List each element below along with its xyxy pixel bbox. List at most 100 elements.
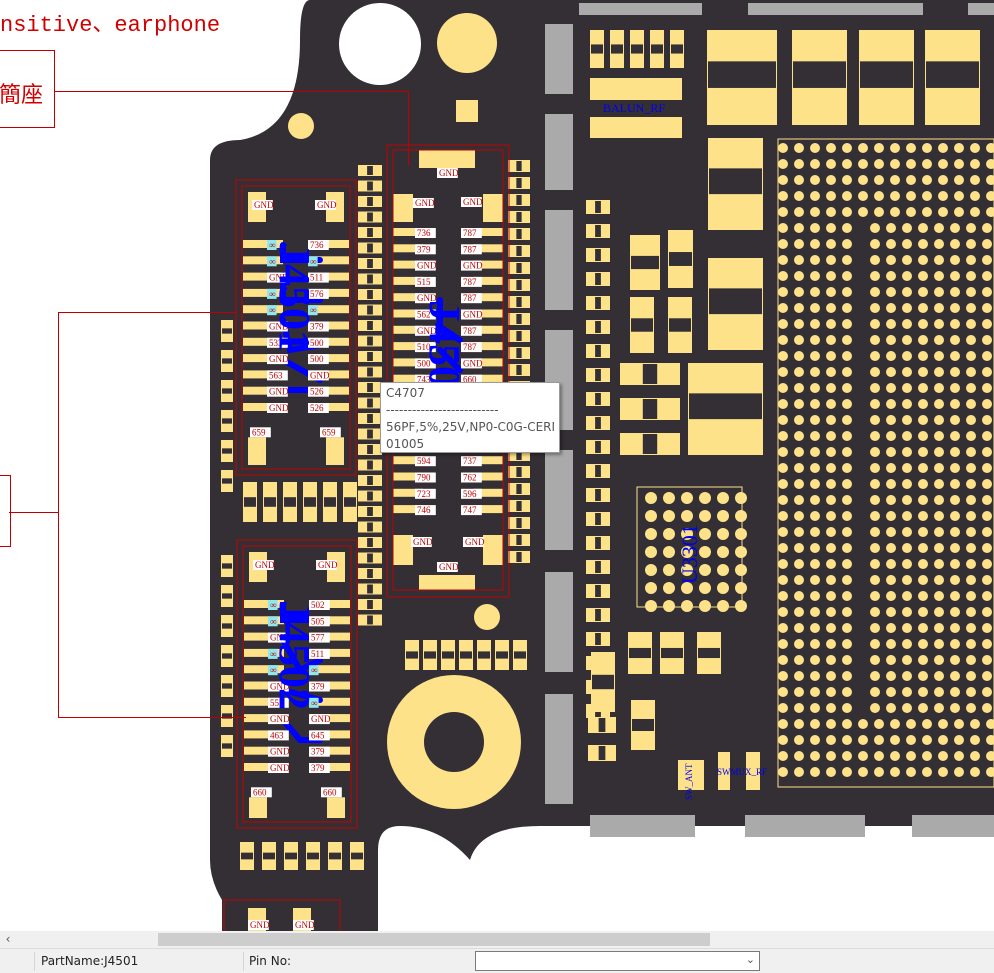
pin-label: 500 <box>308 354 329 365</box>
pin-label-text: 500 <box>417 358 431 368</box>
bga-ball <box>986 207 994 217</box>
scrollbar-thumb[interactable] <box>158 933 710 946</box>
bga-ball <box>886 591 896 601</box>
pin-label-bg <box>461 456 482 467</box>
bga-ball <box>938 191 948 201</box>
bga-ball <box>826 559 836 569</box>
bga-ball <box>950 383 960 393</box>
bga-ball <box>717 564 729 576</box>
passive-gap <box>222 593 232 599</box>
pin-label-bg <box>415 228 436 238</box>
bga-ball <box>778 639 788 649</box>
passive-gap <box>595 321 601 333</box>
pin-label: 463 <box>268 730 289 741</box>
pin-label: 787 <box>461 244 482 255</box>
bga-ball <box>810 703 820 713</box>
pin-label-bg <box>267 288 277 299</box>
bga-ball <box>950 591 960 601</box>
bga-ball <box>934 703 944 713</box>
connector-j4500-outline <box>386 144 510 598</box>
bga-ball <box>886 319 896 329</box>
pin-label-bg <box>308 256 318 267</box>
bga-ball <box>934 527 944 537</box>
bga-ball <box>982 559 992 569</box>
bga-ball <box>826 527 836 537</box>
passive-gap <box>244 497 256 507</box>
bga-ball <box>886 511 896 521</box>
pin-label: GND <box>268 681 290 692</box>
bga-ball <box>918 527 928 537</box>
connector-j4500-pin <box>473 472 503 481</box>
pin-no-dropdown[interactable]: ⌄ <box>475 951 760 971</box>
bga-ball <box>934 383 944 393</box>
bga-ball <box>966 559 976 569</box>
bga-ball <box>794 767 804 777</box>
pin-label-text: 762 <box>463 473 477 483</box>
pin-label-text: 743 <box>417 375 431 385</box>
bga-ball <box>966 655 976 665</box>
passive-gap <box>367 305 373 315</box>
bga-ball <box>826 223 836 233</box>
pin-label-text: 511 <box>311 649 324 659</box>
bga-ball <box>794 255 804 265</box>
connector-j4502-body <box>242 545 352 823</box>
connector-j4500-pin <box>473 260 503 269</box>
connector-j4501-pin <box>243 305 283 314</box>
bga-ball <box>966 479 976 489</box>
connector-j4502-pin <box>244 714 284 723</box>
bga-ball <box>906 207 916 217</box>
bga-ball <box>886 687 896 697</box>
connector-j4501-pin <box>243 256 283 265</box>
pin-label: 577 <box>309 632 330 643</box>
scroll-left-arrow-icon[interactable]: ‹ <box>5 932 11 946</box>
bga-ball <box>982 607 992 617</box>
bga-ball <box>870 479 880 489</box>
bga-ball <box>886 703 896 713</box>
connector-j4502-pin <box>310 616 350 625</box>
bga-ball <box>922 735 932 745</box>
bga-ball <box>970 719 980 729</box>
passive-gap <box>367 445 373 454</box>
connector-j4501-pin <box>243 288 283 297</box>
connector-j4501-pin <box>243 272 283 281</box>
pin-label-bg <box>315 200 336 210</box>
bga-ball <box>982 703 992 713</box>
bga-ball <box>966 383 976 393</box>
connector-j4500-shield-pad <box>483 194 503 222</box>
bga-ball <box>918 415 928 425</box>
pin-label-bg <box>308 386 329 397</box>
chevron-down-icon[interactable]: ⌄ <box>745 953 755 966</box>
bga-ball <box>810 559 820 569</box>
horizontal-scrollbar[interactable]: ‹ <box>0 931 994 948</box>
bga-ball <box>842 335 852 345</box>
bga-ball <box>699 564 711 576</box>
pin-label-bg <box>415 456 436 467</box>
pin-label-bg <box>250 427 271 438</box>
bga-ball <box>717 510 729 522</box>
connector-j4502-pin <box>310 730 350 739</box>
pin-label-text: GND <box>269 273 289 283</box>
bga-ball <box>663 564 675 576</box>
passive-gap <box>595 561 601 573</box>
bga-ball <box>778 255 788 265</box>
bga-ball <box>842 223 852 233</box>
bga-ball <box>918 575 928 585</box>
pin-label-bg <box>267 337 288 348</box>
connector-j4501-pin <box>309 240 349 248</box>
part-name-label: PartName:J4501 <box>41 954 139 968</box>
pin-label-text: 787 <box>463 326 477 336</box>
pin-label-text: 645 <box>311 730 325 740</box>
bga-ball <box>886 655 896 665</box>
bga-ball <box>810 527 820 537</box>
bga-ball <box>870 543 880 553</box>
bga-ball <box>810 735 820 745</box>
bga-ball <box>890 143 900 153</box>
pin-label-text: 379 <box>310 322 324 332</box>
bga-ball <box>918 479 928 489</box>
bga-ball <box>906 159 916 169</box>
bga-ball <box>870 607 880 617</box>
bga-ball <box>826 751 836 761</box>
connector-j4502-pin <box>244 665 284 674</box>
